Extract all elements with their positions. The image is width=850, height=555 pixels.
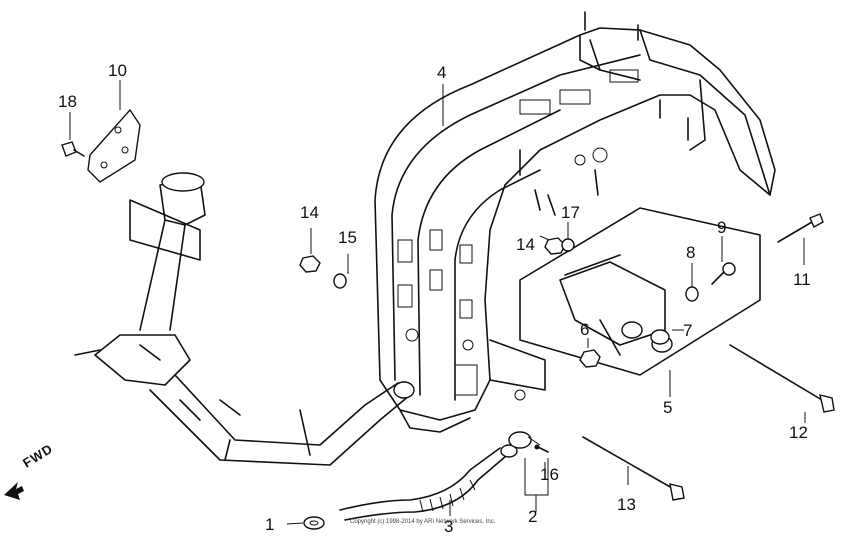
- callout-18: 18: [58, 92, 77, 111]
- bolt-part-12: [729, 344, 835, 413]
- collar-part-7: [650, 329, 670, 345]
- callout-13: 13: [617, 495, 636, 514]
- nut-part-6: [579, 349, 601, 368]
- callout-17: 17: [561, 203, 580, 222]
- callout-16: 16: [540, 465, 559, 484]
- clamp-part-2: [508, 431, 541, 449]
- pivot-bracket-group-5: [519, 207, 761, 376]
- bolt-part-9: [711, 262, 736, 285]
- callout-7: 7: [683, 321, 693, 340]
- copyright-text: Copyright (c) 1998-2014 by ARI Network S…: [350, 519, 496, 525]
- nut-part-14-right: [544, 237, 566, 255]
- callout-9: 9: [717, 218, 727, 237]
- callout-8: 8: [686, 243, 696, 262]
- callout-14-right: 14: [516, 235, 535, 254]
- callout-6: 6: [580, 320, 590, 339]
- callout-15: 15: [338, 228, 357, 247]
- bolt-part-18: [61, 141, 85, 157]
- main-frame-tube: [74, 172, 415, 466]
- callout-11: 11: [793, 270, 811, 289]
- fwd-arrow-icon: [4, 482, 24, 500]
- hose-part-3: [339, 444, 518, 521]
- clip-part-1: [303, 516, 325, 530]
- callout-10: 10: [108, 61, 127, 80]
- bolt-part-16: [534, 444, 549, 453]
- callout-12: 12: [789, 423, 808, 442]
- washer-part-17: [561, 238, 575, 252]
- callout-1: 1: [265, 515, 275, 534]
- callout-5: 5: [663, 398, 673, 417]
- nut-part-14-left: [299, 255, 321, 273]
- callout-14-left: 14: [300, 203, 319, 222]
- washer-part-8: [685, 286, 699, 302]
- body-frame-part-4: [374, 11, 776, 433]
- leader-lines: [69, 80, 806, 525]
- callout-2: 2: [528, 507, 538, 526]
- callout-4: 4: [437, 63, 447, 82]
- bolt-part-13: [582, 436, 685, 501]
- washer-part-15: [333, 273, 347, 289]
- bolt-part-11: [777, 213, 824, 243]
- callout-3: 3: [444, 517, 454, 536]
- plate-part-10: [87, 108, 141, 183]
